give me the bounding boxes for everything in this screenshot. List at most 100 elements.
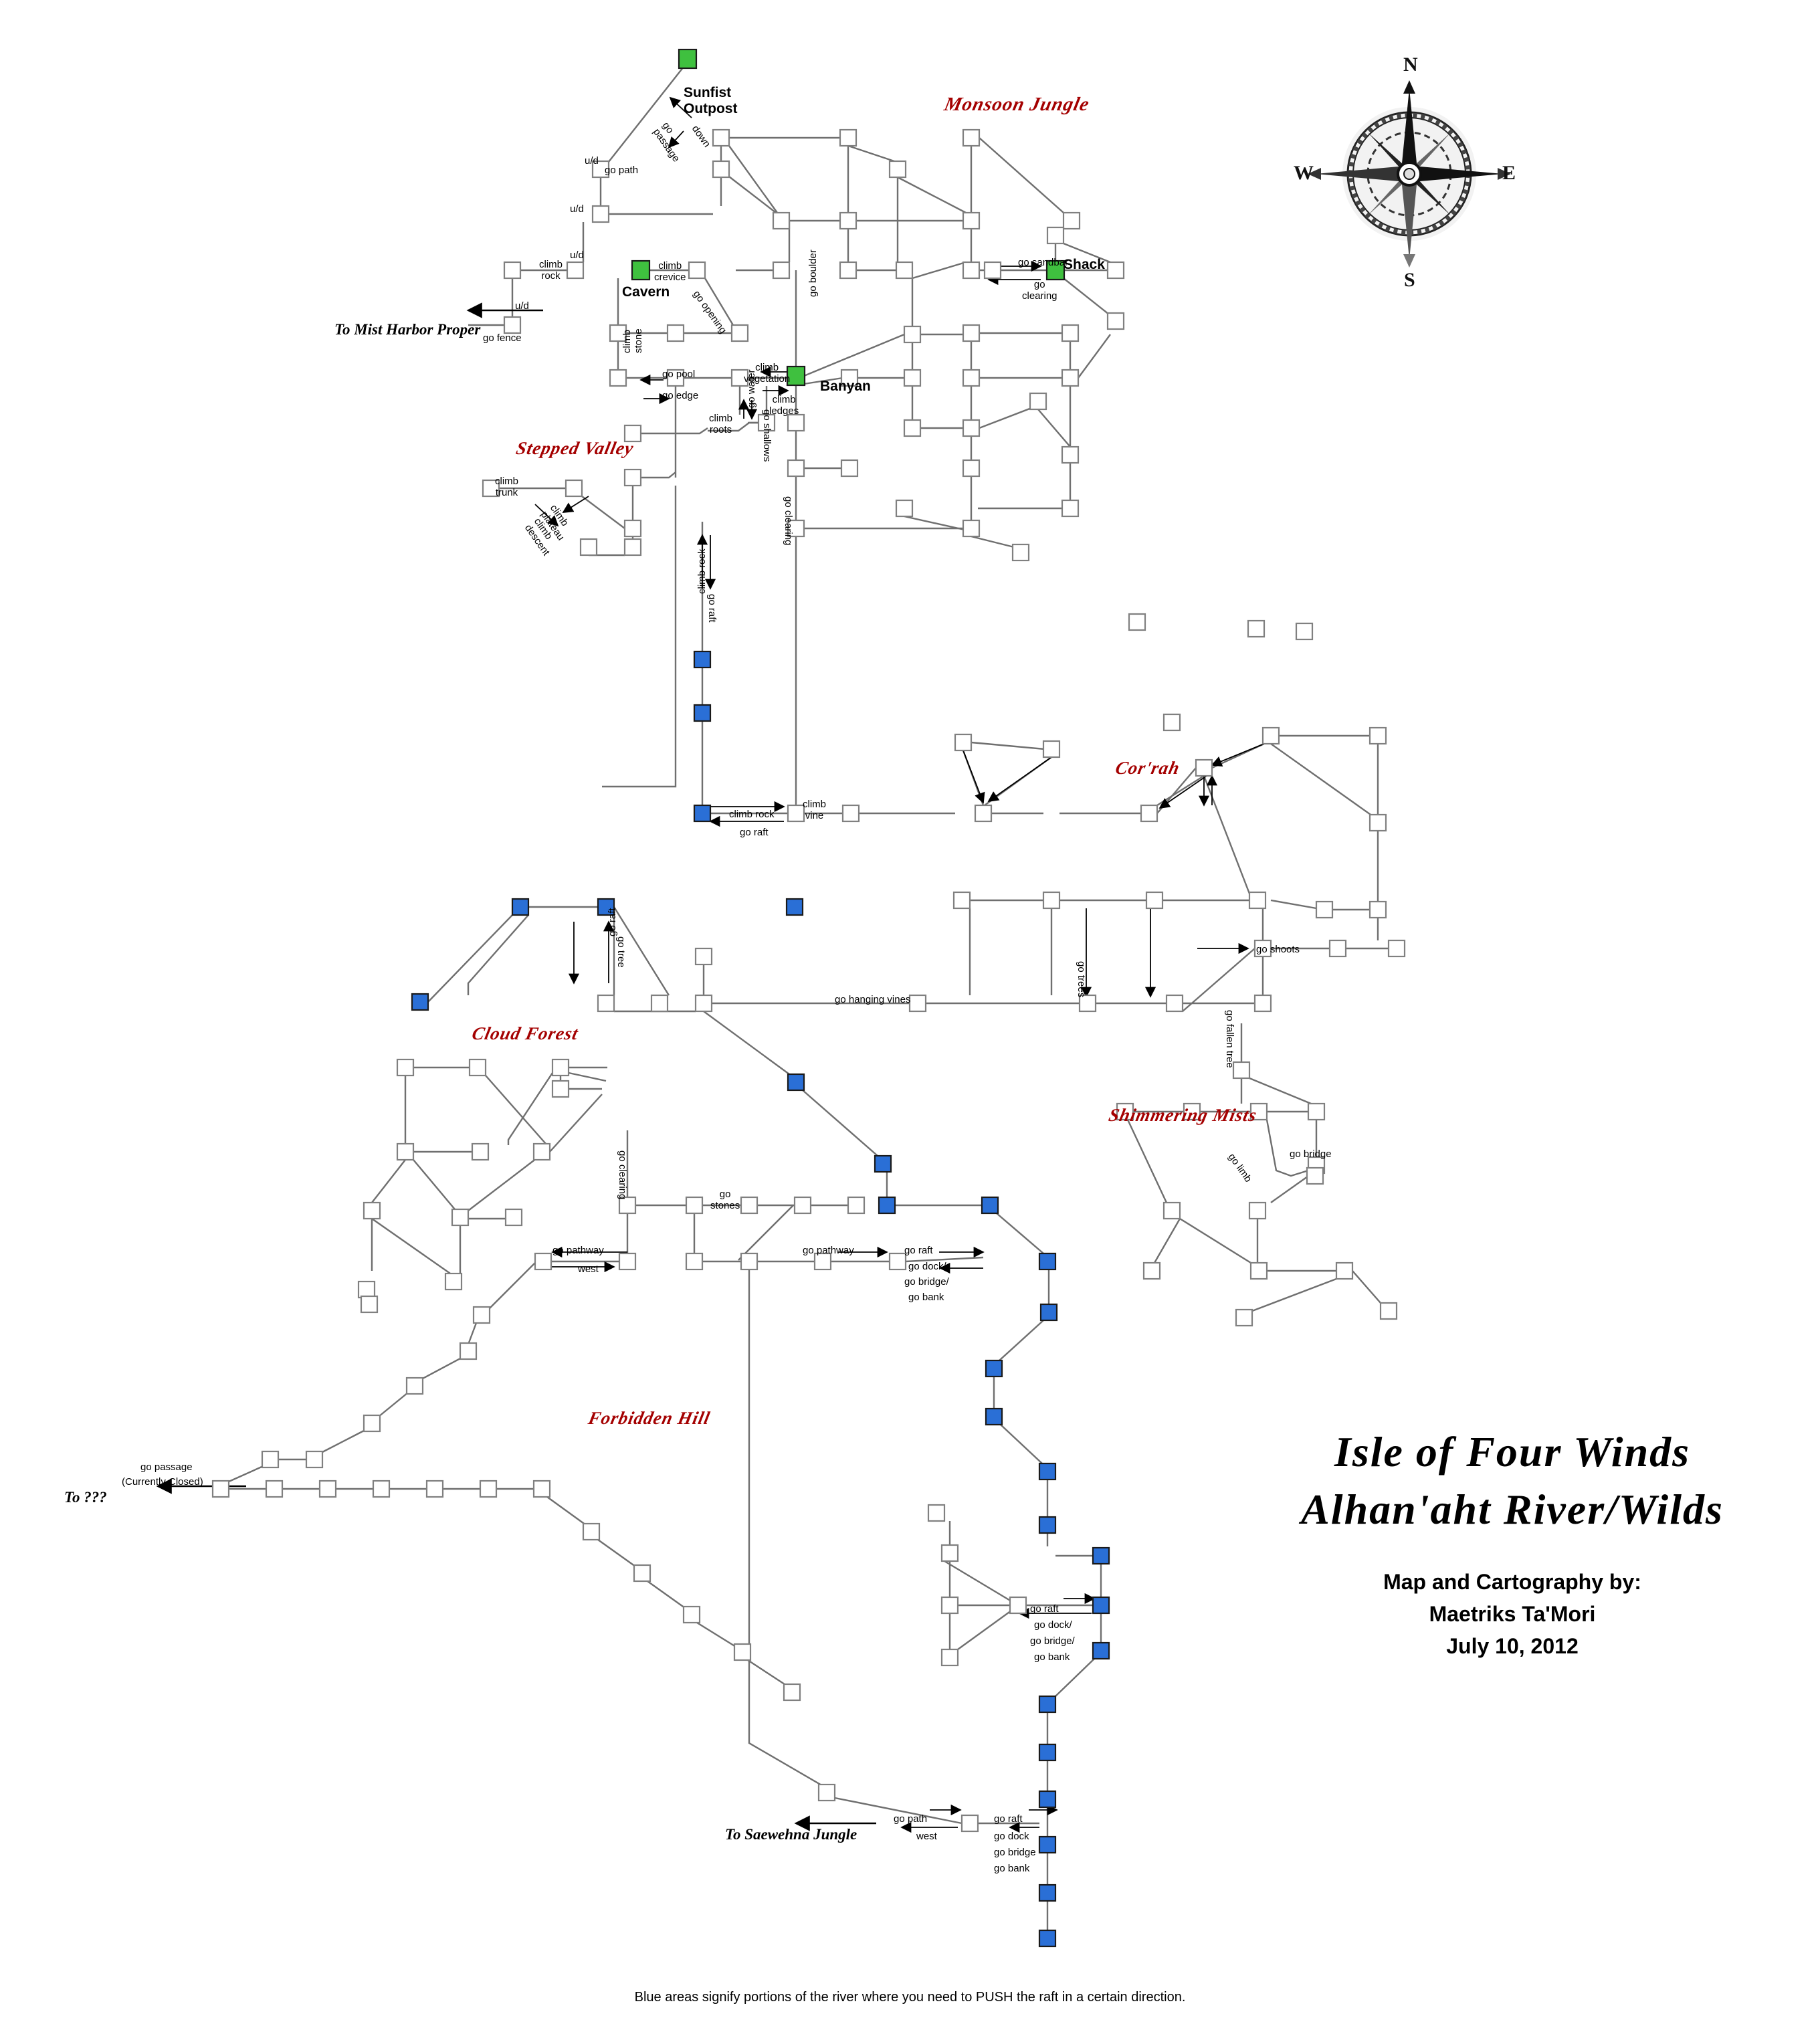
room-node[interactable]: [396, 1058, 415, 1077]
room-node[interactable]: [733, 1643, 752, 1661]
room-node[interactable]: [839, 128, 857, 147]
room-node[interactable]: [1042, 891, 1061, 910]
room-node[interactable]: [817, 1783, 836, 1802]
room-node[interactable]: [682, 1605, 701, 1624]
room-node[interactable]: [1140, 804, 1158, 823]
river-room-node[interactable]: [1038, 1516, 1057, 1534]
room-node[interactable]: [623, 424, 642, 443]
room-node[interactable]: [1061, 445, 1080, 464]
room-node[interactable]: [551, 1080, 570, 1098]
room-node[interactable]: [952, 891, 971, 910]
room-node[interactable]: [396, 1142, 415, 1161]
room-node[interactable]: [712, 160, 730, 179]
room-node[interactable]: [962, 324, 981, 342]
river-room-node[interactable]: [1092, 1596, 1110, 1615]
room-node[interactable]: [908, 994, 927, 1013]
room-node[interactable]: [787, 459, 805, 478]
room-node[interactable]: [1379, 1302, 1398, 1320]
room-node[interactable]: [532, 1480, 551, 1498]
room-node[interactable]: [503, 261, 522, 280]
room-node[interactable]: [1042, 740, 1061, 758]
room-node[interactable]: [1116, 1102, 1134, 1121]
room-node[interactable]: [1061, 499, 1080, 518]
room-node[interactable]: [1162, 713, 1181, 732]
room-node[interactable]: [685, 1252, 704, 1271]
room-node[interactable]: [618, 1196, 637, 1215]
room-node[interactable]: [1387, 939, 1406, 958]
room-node[interactable]: [787, 519, 805, 538]
room-node[interactable]: [730, 324, 749, 342]
river-room-node[interactable]: [1092, 1641, 1110, 1660]
room-node[interactable]: [1369, 813, 1387, 832]
river-room-node[interactable]: [874, 1154, 892, 1173]
room-node[interactable]: [1247, 619, 1266, 638]
room-node[interactable]: [757, 413, 776, 432]
river-room-node[interactable]: [1038, 1929, 1057, 1948]
room-node[interactable]: [787, 413, 805, 432]
room-node[interactable]: [1011, 543, 1030, 562]
room-node[interactable]: [1295, 622, 1314, 641]
room-node[interactable]: [1029, 392, 1047, 411]
river-room-node[interactable]: [981, 1196, 999, 1215]
room-node[interactable]: [1142, 1261, 1161, 1280]
river-room-node[interactable]: [1038, 1462, 1057, 1481]
room-node[interactable]: [211, 1480, 230, 1498]
river-room-node[interactable]: [411, 993, 429, 1011]
room-node[interactable]: [783, 1683, 801, 1702]
room-node[interactable]: [694, 947, 713, 966]
room-node[interactable]: [468, 1058, 487, 1077]
room-node[interactable]: [1315, 900, 1334, 919]
room-node[interactable]: [685, 1196, 704, 1215]
room-node[interactable]: [895, 499, 914, 518]
room-node[interactable]: [927, 1504, 946, 1522]
room-node[interactable]: [740, 1196, 759, 1215]
room-node[interactable]: [1162, 1201, 1181, 1220]
room-node[interactable]: [1106, 261, 1125, 280]
river-room-node[interactable]: [785, 898, 804, 916]
room-node[interactable]: [479, 1480, 498, 1498]
room-node[interactable]: [1165, 994, 1184, 1013]
room-node[interactable]: [983, 261, 1002, 280]
room-node[interactable]: [1061, 324, 1080, 342]
room-node[interactable]: [1061, 369, 1080, 387]
room-node[interactable]: [1328, 939, 1347, 958]
room-node[interactable]: [591, 160, 610, 179]
room-node[interactable]: [740, 1252, 759, 1271]
room-node[interactable]: [261, 1450, 280, 1469]
room-node[interactable]: [1335, 1261, 1354, 1280]
room-node[interactable]: [618, 1252, 637, 1271]
poi-room-node[interactable]: [631, 260, 651, 281]
room-node[interactable]: [772, 261, 791, 280]
room-node[interactable]: [666, 369, 685, 387]
river-room-node[interactable]: [1039, 1303, 1058, 1322]
room-node[interactable]: [405, 1377, 424, 1395]
river-room-node[interactable]: [985, 1407, 1003, 1426]
river-room-node[interactable]: [985, 1359, 1003, 1378]
room-node[interactable]: [471, 1142, 490, 1161]
room-node[interactable]: [940, 1648, 959, 1667]
room-node[interactable]: [962, 261, 981, 280]
room-node[interactable]: [504, 1208, 523, 1227]
room-node[interactable]: [688, 261, 706, 280]
room-node[interactable]: [940, 1596, 959, 1615]
room-node[interactable]: [459, 1342, 478, 1360]
room-node[interactable]: [1369, 726, 1387, 745]
room-node[interactable]: [565, 479, 583, 498]
river-room-node[interactable]: [511, 898, 530, 916]
room-node[interactable]: [903, 325, 922, 344]
room-node[interactable]: [1261, 726, 1280, 745]
river-room-node[interactable]: [693, 804, 712, 823]
room-node[interactable]: [532, 1142, 551, 1161]
room-node[interactable]: [888, 160, 907, 179]
room-node[interactable]: [1249, 1102, 1268, 1121]
room-node[interactable]: [888, 1252, 907, 1271]
room-node[interactable]: [579, 538, 598, 556]
river-room-node[interactable]: [1038, 1884, 1057, 1902]
room-node[interactable]: [1106, 312, 1125, 330]
room-node[interactable]: [960, 1814, 979, 1833]
room-node[interactable]: [534, 1252, 552, 1271]
room-node[interactable]: [1248, 1201, 1267, 1220]
room-node[interactable]: [265, 1480, 284, 1498]
river-room-node[interactable]: [1038, 1790, 1057, 1809]
room-node[interactable]: [503, 316, 522, 334]
